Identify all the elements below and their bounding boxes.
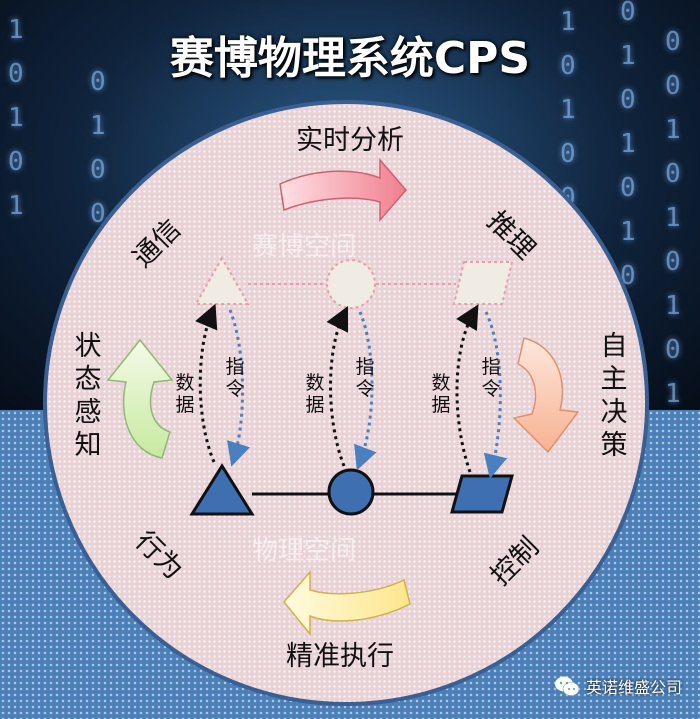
physical-triangle-node bbox=[189, 463, 255, 516]
cyber-circle-node bbox=[326, 259, 376, 309]
binary-column: 1 0 1 0 1 bbox=[8, 15, 24, 221]
binary-column: 0 0 1 0 1 0 1 0 1 bbox=[665, 27, 681, 409]
label-precise-execution: 精准执行 bbox=[286, 641, 394, 672]
data-arrow-center bbox=[326, 305, 349, 467]
data-arrow-right bbox=[455, 304, 479, 473]
data-label-left: 数据 bbox=[175, 372, 195, 416]
command-label-center: 指令 bbox=[355, 356, 375, 400]
right-curved-arrow bbox=[512, 337, 580, 454]
cyber-space-ghost-label: 赛博空间 bbox=[252, 232, 357, 262]
label-autonomous-decision: 自主决策 bbox=[600, 331, 628, 461]
cyber-triangle-node bbox=[194, 255, 250, 305]
watermark: 英诺维盛公司 bbox=[554, 671, 682, 701]
page-title: 赛博物理系统CPS bbox=[169, 33, 531, 84]
wechat-icon bbox=[554, 676, 580, 696]
binary-column: 0 1 0 0 bbox=[90, 67, 106, 229]
left-curved-arrow bbox=[106, 338, 174, 459]
binary-column: 0 1 0 1 0 1 0 bbox=[620, 0, 636, 291]
command-label-left: 指令 bbox=[225, 356, 245, 400]
command-arrow-left bbox=[227, 309, 250, 467]
data-arrow-left bbox=[195, 303, 218, 463]
command-label-right: 指令 bbox=[481, 356, 501, 400]
watermark-text: 英诺维盛公司 bbox=[585, 678, 682, 697]
command-arrow-center bbox=[354, 311, 377, 471]
physical-space-ghost-label: 物理空间 bbox=[252, 536, 357, 566]
label-realtime-analysis: 实时分析 bbox=[296, 125, 404, 156]
data-label-center: 数据 bbox=[305, 372, 325, 416]
label-state-awareness: 状态感知 bbox=[74, 331, 102, 461]
top-curved-arrow bbox=[279, 157, 407, 223]
cyber-parallelogram-node bbox=[452, 261, 514, 305]
data-label-right: 数据 bbox=[431, 372, 451, 416]
physical-parallelogram-node bbox=[450, 474, 514, 514]
bottom-curved-arrow bbox=[283, 569, 411, 637]
command-arrow-right bbox=[483, 311, 508, 479]
physical-circle-node bbox=[327, 468, 375, 516]
